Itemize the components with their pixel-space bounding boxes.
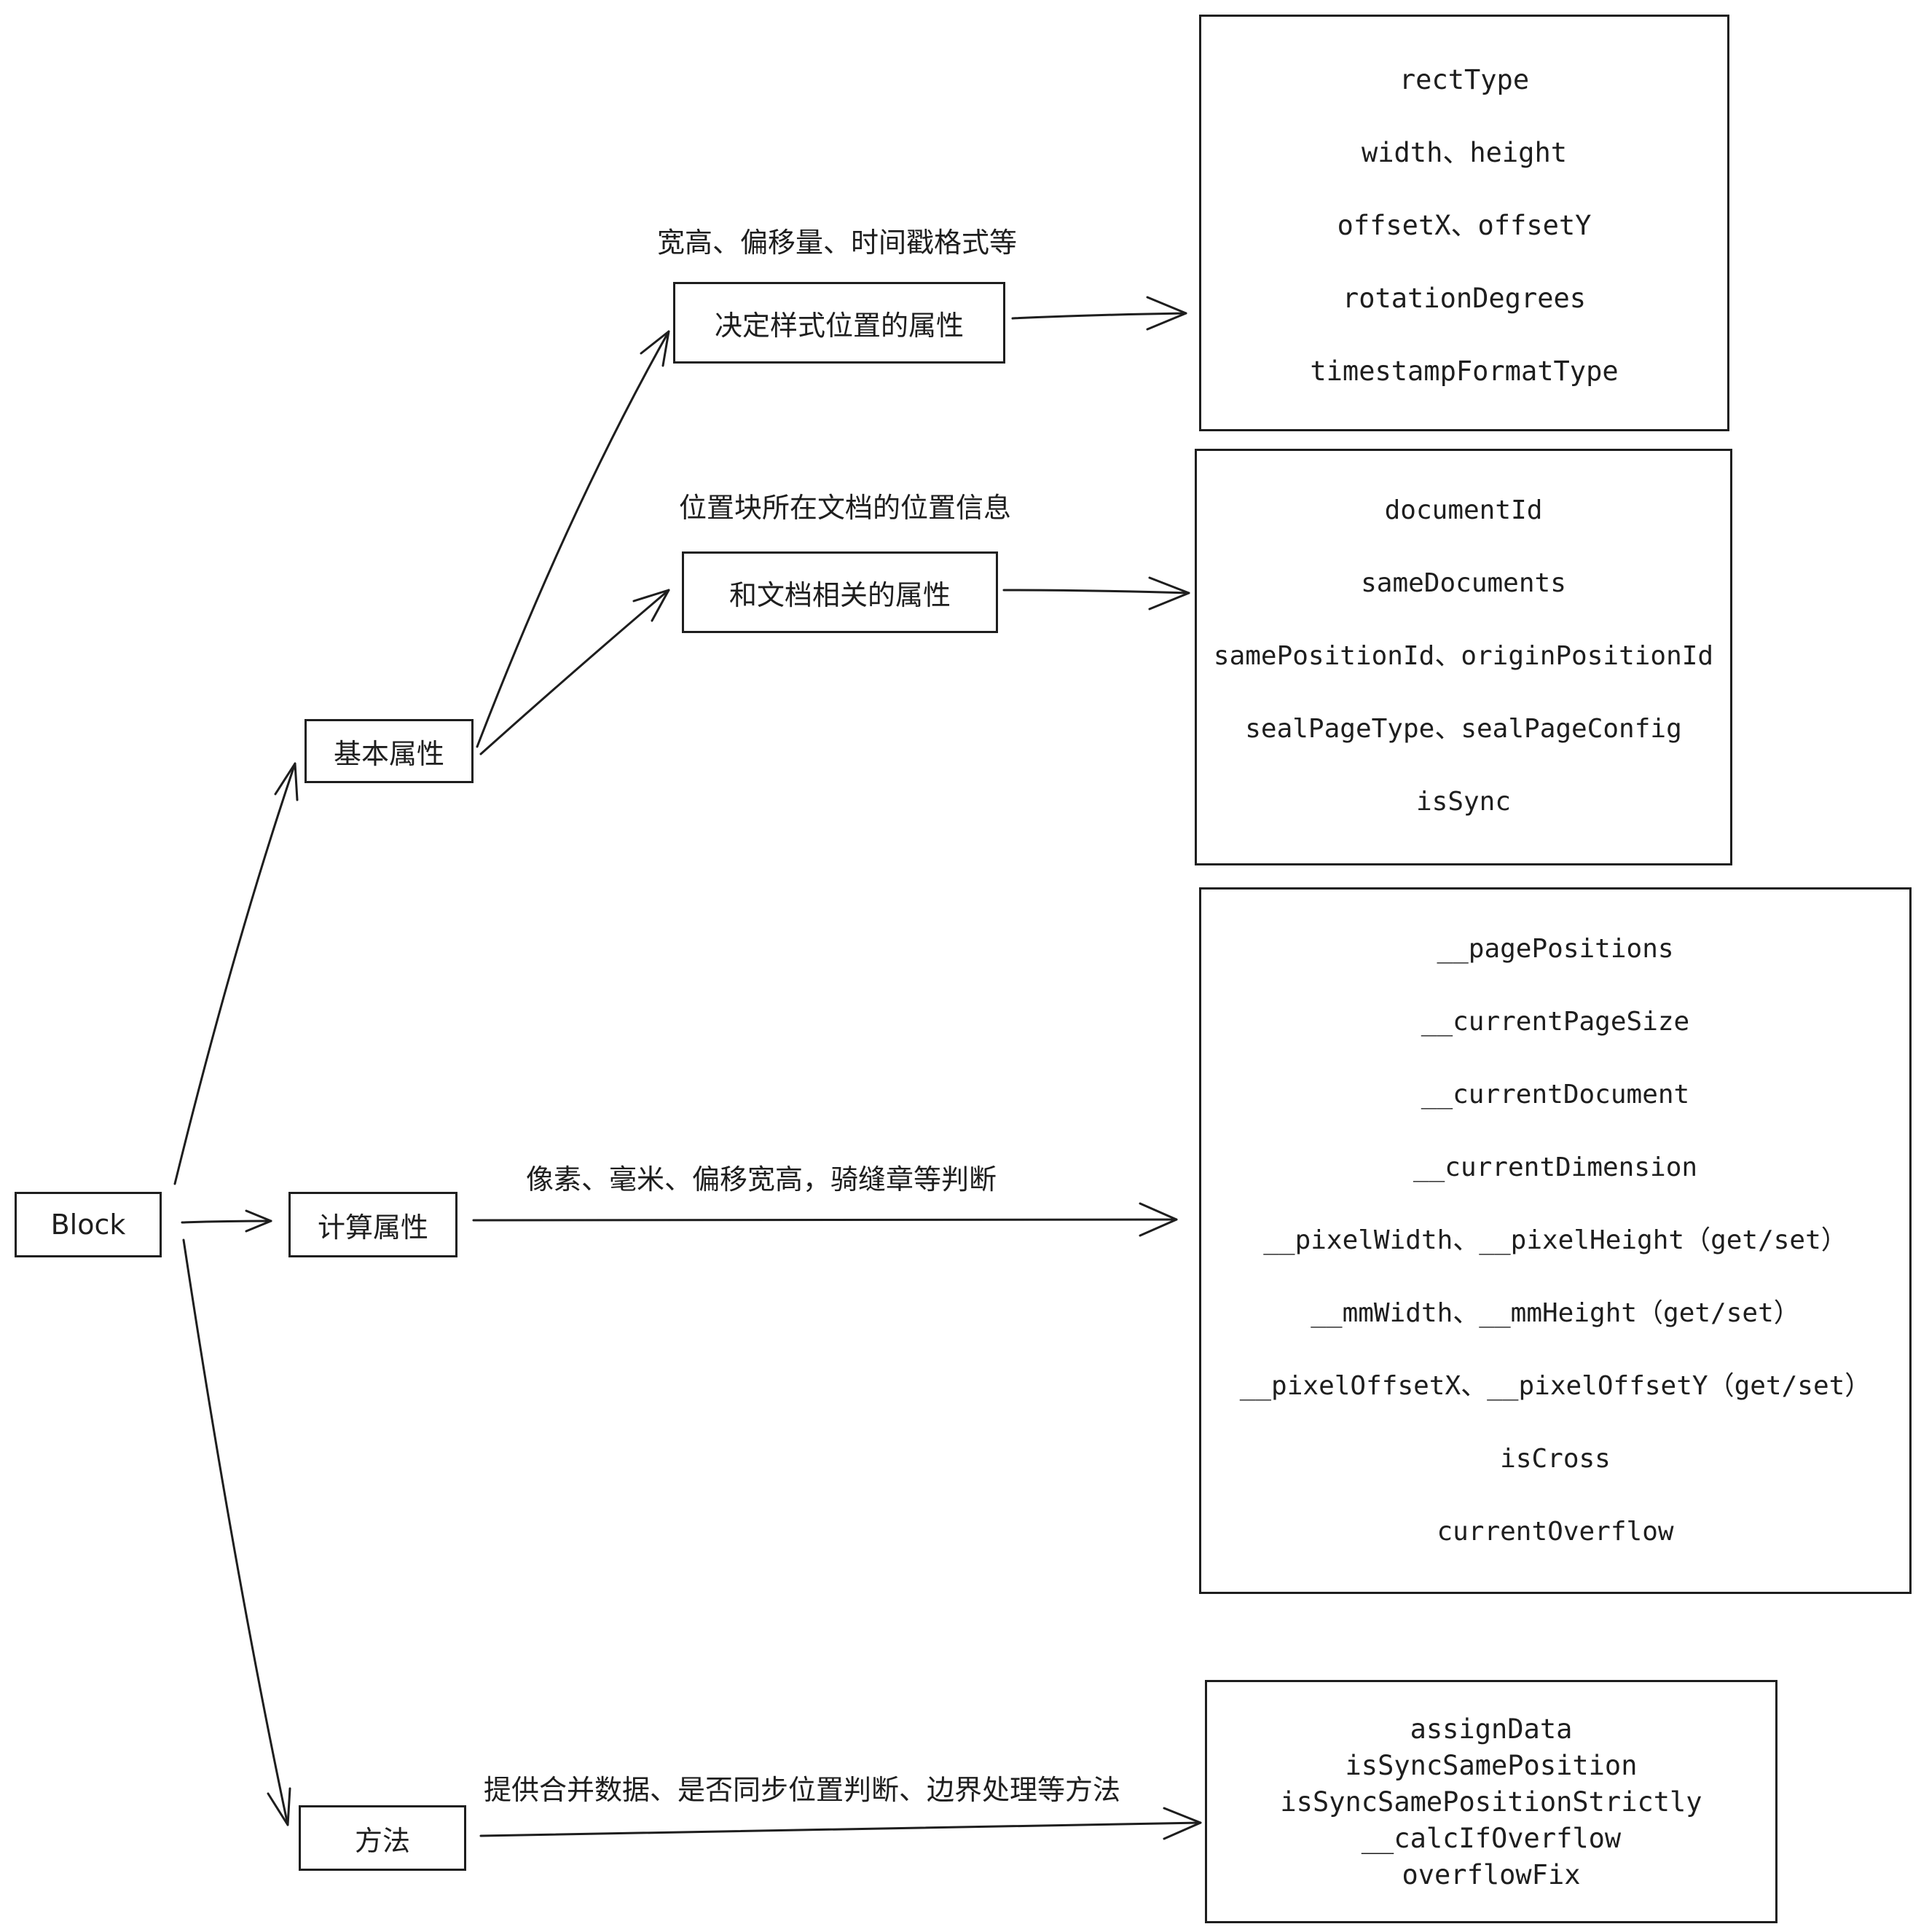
arrow-methods-to-panel (479, 1821, 1202, 1837)
panel-item: isSyncSamePosition (1345, 1750, 1638, 1781)
panel-item: currentOverflow (1437, 1517, 1674, 1547)
panel-item: documentId (1384, 495, 1543, 525)
style-properties-node: 决定样式位置的属性 (673, 282, 1005, 364)
basic-properties-label: 基本属性 (333, 737, 444, 770)
arrow-document-to-panel (1002, 589, 1190, 594)
panel-item: sameDocuments (1361, 568, 1566, 598)
document-properties-panel: documentId sameDocuments samePositionId、… (1195, 449, 1732, 865)
methods-node: 方法 (299, 1805, 466, 1871)
panel-item: __calcIfOverflow (1361, 1823, 1622, 1854)
panel-item: isSyncSamePositionStrictly (1280, 1786, 1702, 1818)
panel-item: overflowFix (1402, 1859, 1581, 1890)
panel-item: rectType (1399, 64, 1530, 95)
document-annotation: 位置块所在文档的位置信息 (679, 492, 1012, 524)
panel-item: offsetX、offsetY (1337, 210, 1592, 241)
computed-properties-panel: __pagePositions __currentPageSize __curr… (1199, 887, 1912, 1594)
panel-item: isCross (1500, 1444, 1611, 1474)
methods-label: 方法 (354, 1824, 410, 1857)
block-label: Block (50, 1209, 126, 1241)
panel-item: timestampFormatType (1310, 356, 1619, 387)
arrow-block-to-computed (181, 1220, 272, 1224)
basic-properties-node: 基本属性 (305, 719, 474, 783)
panel-item: samePositionId、originPositionId (1213, 641, 1714, 671)
arrow-basic-to-document (479, 589, 670, 755)
arrow-block-to-methods (182, 1238, 289, 1826)
computed-properties-label: 计算属性 (317, 1211, 428, 1244)
panel-item: __mmWidth、__mmHeight（get/set） (1311, 1298, 1800, 1328)
panel-item: __currentDocument (1421, 1080, 1690, 1110)
computed-annotation: 像素、毫米、偏移宽高，骑缝章等判断 (526, 1163, 997, 1195)
methods-annotation: 提供合并数据、是否同步位置判断、边界处理等方法 (484, 1774, 1121, 1806)
arrow-block-to-basic (173, 762, 296, 1185)
document-properties-label: 和文档相关的属性 (728, 578, 951, 611)
panel-item: isSync (1415, 787, 1512, 817)
style-annotation: 宽高、偏移量、时间戳格式等 (657, 227, 1018, 259)
methods-panel: assignData isSyncSamePosition isSyncSame… (1205, 1680, 1777, 1923)
panel-item: __pixelWidth、__pixelHeight（get/set） (1263, 1225, 1847, 1255)
panel-item: rotationDegrees (1342, 283, 1587, 314)
panel-item: width、height (1361, 137, 1568, 168)
style-properties-label: 决定样式位置的属性 (714, 309, 964, 342)
panel-item: __pagePositions (1437, 934, 1674, 964)
arrow-style-to-panel (1011, 312, 1187, 320)
arrow-basic-to-style (476, 330, 670, 748)
style-properties-panel: rectType width、height offsetX、offsetY ro… (1199, 15, 1729, 431)
block-node: Block (15, 1192, 162, 1257)
panel-item: __pixelOffsetX、__pixelOffsetY（get/set） (1239, 1371, 1871, 1401)
document-properties-node: 和文档相关的属性 (682, 551, 998, 633)
panel-item: assignData (1410, 1713, 1573, 1745)
panel-item: __currentPageSize (1421, 1007, 1690, 1037)
computed-properties-node: 计算属性 (288, 1192, 457, 1257)
panel-item: sealPageType、sealPageConfig (1245, 714, 1682, 744)
panel-item: __currentDimension (1413, 1152, 1698, 1182)
